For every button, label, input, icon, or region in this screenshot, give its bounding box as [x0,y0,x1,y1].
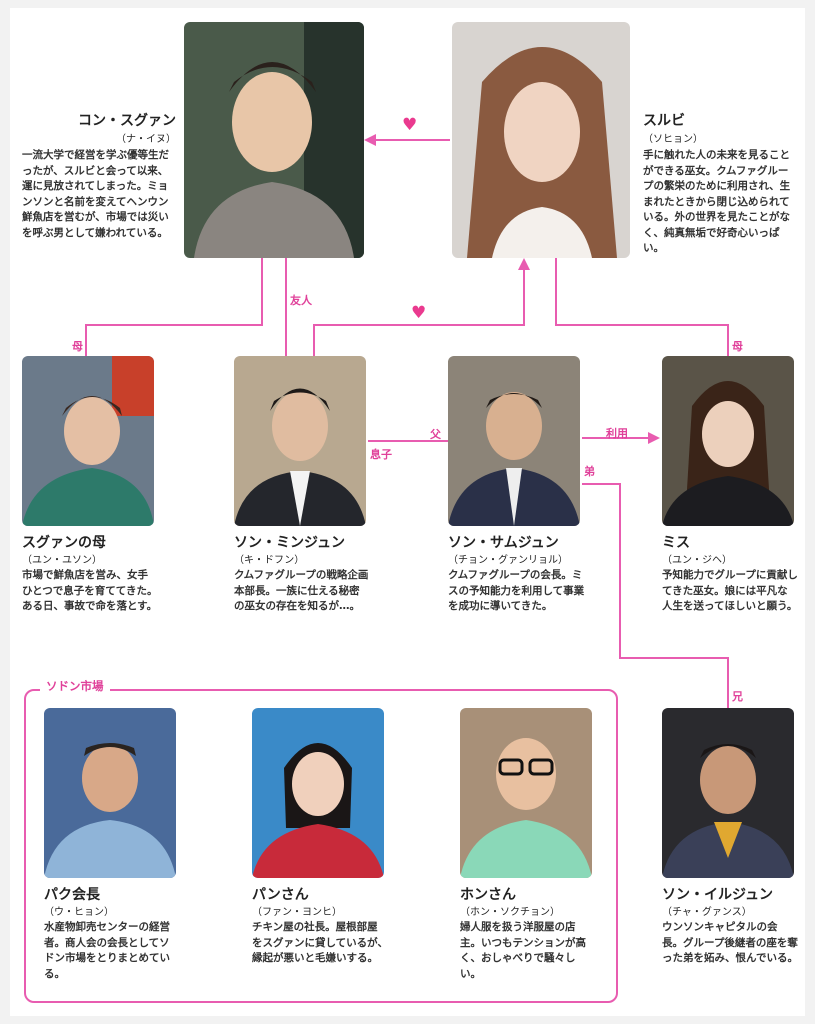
character-description: クムファグループの戦略企画本部長。一族に仕える秘密の巫女の存在を知るが…。 [234,568,370,615]
portrait-sulbi [452,22,630,258]
portrait-kong-sugwan [184,22,364,258]
actor-name: （ナ・イヌ） [40,130,176,145]
actor-name: （チョン・グァンリョル） [448,551,568,566]
character-description: チキン屋の社長。屋根部屋をスグァンに貸しているが、縁起が悪いと毛嫌いする。 [252,920,388,967]
character-description: 一流大学で経営を学ぶ優等生だったが、スルビと会って以来、運に見放されてしまった。… [22,148,178,241]
character-name: スグァンの母 [22,532,106,552]
character-name: パンさん [252,884,309,904]
character-description: 手に触れた人の未来を見ることができる巫女。クムファグループの繁栄のために利用され… [643,148,797,257]
character-name: ソン・イルジュン [662,884,773,904]
portrait-sugwan-mother [22,356,154,526]
heart-icon-minjun-sulbi: ♥ [411,305,426,322]
actor-name: （ソヒョン） [643,130,703,145]
heart-icon-sulbi-sugwan: ♥ [402,117,417,134]
label-father: 父 [430,426,441,442]
character-name: ソン・ミンジュン [234,532,345,552]
label-younger-brother: 弟 [584,463,595,479]
label-use: 利用 [606,425,628,441]
portrait-park-chairman [44,708,176,878]
label-son: 息子 [370,446,392,462]
portrait-song-minjun [234,356,366,526]
portrait-song-samjun [448,356,580,526]
portrait-song-iljun [662,708,794,878]
character-description: 市場で鮮魚店を営み、女手ひとつで息子を育ててきた。ある日、事故で命を落とす。 [22,568,158,615]
label-older-brother: 兄 [732,688,743,704]
character-description: クムファグループの会長。ミスの予知能力を利用して事業を成功に導いてきた。 [448,568,586,615]
actor-name: （キ・ドフン） [234,551,304,566]
character-description: 水産物卸売センターの経営者。商人会の会長としてソドン市場をとりまとめている。 [44,920,180,982]
actor-name: （ユン・ジヘ） [662,551,732,566]
label-mother-right: 母 [732,338,743,354]
portrait-hon [460,708,592,878]
character-description: 予知能力でグループに貢献してきた巫女。娘には平凡な人生を送ってほしいと願う。 [662,568,798,615]
character-name: パク会長 [44,884,100,904]
character-name: ミス [662,532,690,552]
label-mother-left: 母 [72,338,83,354]
market-group-title: ソドン市場 [40,678,110,694]
actor-name: （ホン・ソクチョン） [460,903,560,918]
portrait-pan [252,708,384,878]
character-name: ホンさん [460,884,516,904]
character-name: コン・スグァン [40,110,176,130]
actor-name: （ファン・ヨンヒ） [252,903,342,918]
label-friend: 友人 [290,292,312,308]
character-name: ソン・サムジュン [448,532,559,552]
actor-name: （チャ・グァンス） [662,903,752,918]
actor-name: （ユン・ユソン） [22,551,102,566]
actor-name: （ウ・ヒョン） [44,903,114,918]
character-description: 婦人服を扱う洋服屋の店主。いつもテンションが高く、おしゃべりで騒々しい。 [460,920,596,982]
character-description: ウンソンキャピタルの会長。グループ後継者の座を奪った弟を妬み、恨んでいる。 [662,920,798,967]
character-name: スルビ [643,110,685,130]
portrait-misu [662,356,794,526]
